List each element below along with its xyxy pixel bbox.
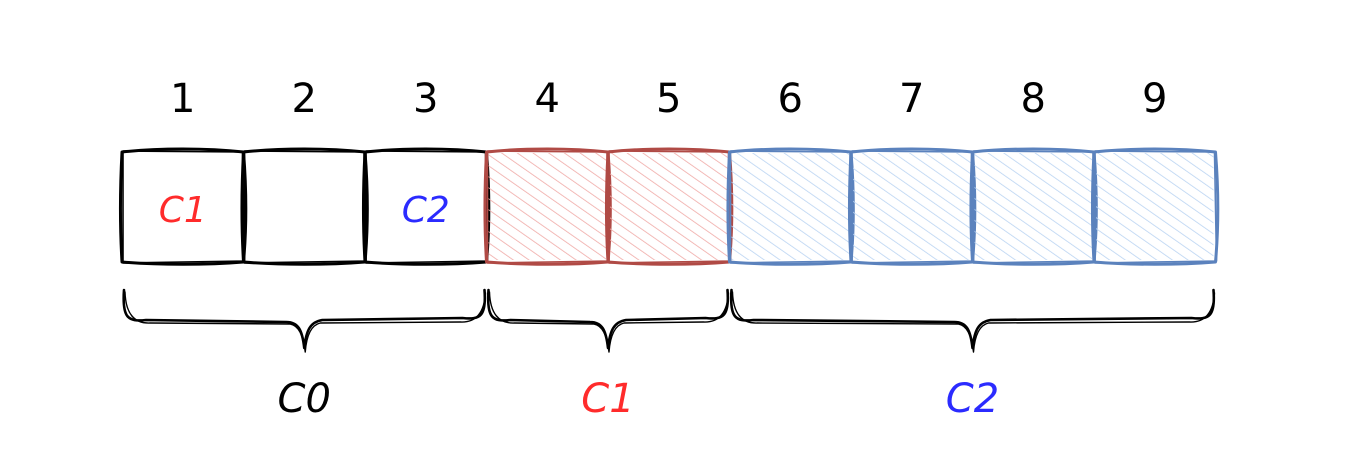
array-cell-8	[969, 147, 1098, 266]
cell-row: C1 C2	[119, 147, 1220, 266]
array-cell-4	[483, 147, 612, 266]
group-brace-c1	[486, 288, 730, 350]
cell-index-1: 1	[170, 76, 195, 122]
array-cell-3: C2	[362, 147, 491, 266]
cell-index-9: 9	[1142, 76, 1167, 122]
cell-label-c2: C2	[402, 190, 450, 231]
group-label-c2: C2	[946, 376, 999, 422]
array-cell-1: C1	[119, 147, 248, 266]
cell-hatch-fill	[853, 153, 971, 260]
cell-outline	[240, 147, 369, 266]
cell-outline-sketch	[243, 150, 367, 264]
array-cell-7	[848, 147, 977, 266]
group-label-c0: C0	[278, 376, 331, 422]
brace-row	[122, 288, 1216, 353]
group-label-row: C0 C1 C2	[278, 376, 1000, 422]
group-brace-sketch	[124, 291, 487, 353]
group-label-c1: C1	[581, 376, 634, 422]
group-brace-sketch	[731, 291, 1216, 353]
group-brace-c2	[729, 288, 1216, 350]
cell-index-6: 6	[778, 76, 803, 122]
array-cell-2	[240, 147, 369, 266]
array-cell-9	[1091, 147, 1220, 266]
cell-hatch-fill	[731, 153, 849, 260]
group-brace-c0	[122, 288, 487, 350]
array-cell-5	[605, 147, 734, 266]
cell-index-7: 7	[899, 76, 924, 122]
cell-index-5: 5	[656, 76, 681, 122]
cell-index-8: 8	[1021, 76, 1046, 122]
array-cell-6	[726, 147, 855, 266]
cell-outline-sketch	[1094, 150, 1218, 264]
cell-outline	[1091, 147, 1220, 266]
cell-hatch-fill	[610, 153, 728, 260]
cell-index-4: 4	[535, 76, 560, 122]
cell-label-c1: C1	[159, 190, 207, 231]
index-row: 1 2 3 4 5 6 7 8 9	[170, 76, 1167, 122]
cell-index-2: 2	[292, 76, 317, 122]
group-brace-sketch	[488, 291, 730, 353]
cell-hatch-fill	[1096, 153, 1214, 260]
cell-index-3: 3	[413, 76, 438, 122]
cell-hatch-fill	[488, 153, 606, 260]
cell-hatch-fill	[974, 153, 1092, 260]
